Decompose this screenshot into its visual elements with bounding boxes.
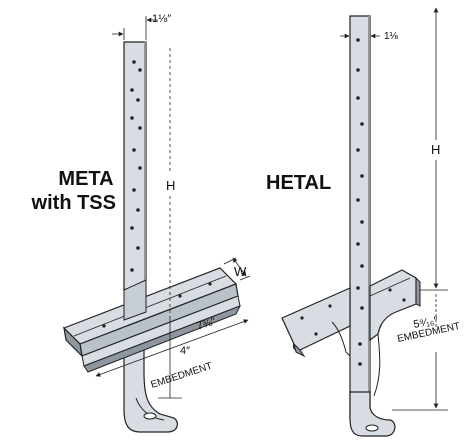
hetal-width-dim: 1⅛ xyxy=(384,31,399,42)
meta-nail-holes xyxy=(130,60,142,272)
hetal-strap xyxy=(349,15,396,437)
hetal-height-label: H xyxy=(431,142,440,157)
meta-dimensions xyxy=(95,16,251,399)
hetal-dimensions xyxy=(340,7,448,411)
meta-strap xyxy=(123,41,178,433)
meta-length-dim: 7⅜″ xyxy=(195,315,217,332)
meta-title-line2: with TSS xyxy=(31,192,116,214)
hetal-nail-holes xyxy=(356,38,364,366)
hetal-strap-upper xyxy=(349,15,371,421)
meta-height-label: H xyxy=(166,178,175,193)
meta-width-dim: 1⅛″ xyxy=(152,13,171,25)
meta-embed-word: EMBEDMENT xyxy=(150,361,214,391)
meta-embed-depth: 4″ xyxy=(180,345,190,357)
hetal-title: HETAL xyxy=(266,172,332,194)
hetal-strap-hook xyxy=(349,391,396,437)
meta-title-line1: META xyxy=(58,168,114,190)
meta-w-label: W xyxy=(234,264,247,279)
hetal-embed-depth: 5⁹⁄₁₆″ xyxy=(412,315,439,331)
meta-strap-upper xyxy=(123,41,147,291)
hetal-right-wing xyxy=(369,269,421,397)
hetal-left-wing xyxy=(281,287,351,358)
